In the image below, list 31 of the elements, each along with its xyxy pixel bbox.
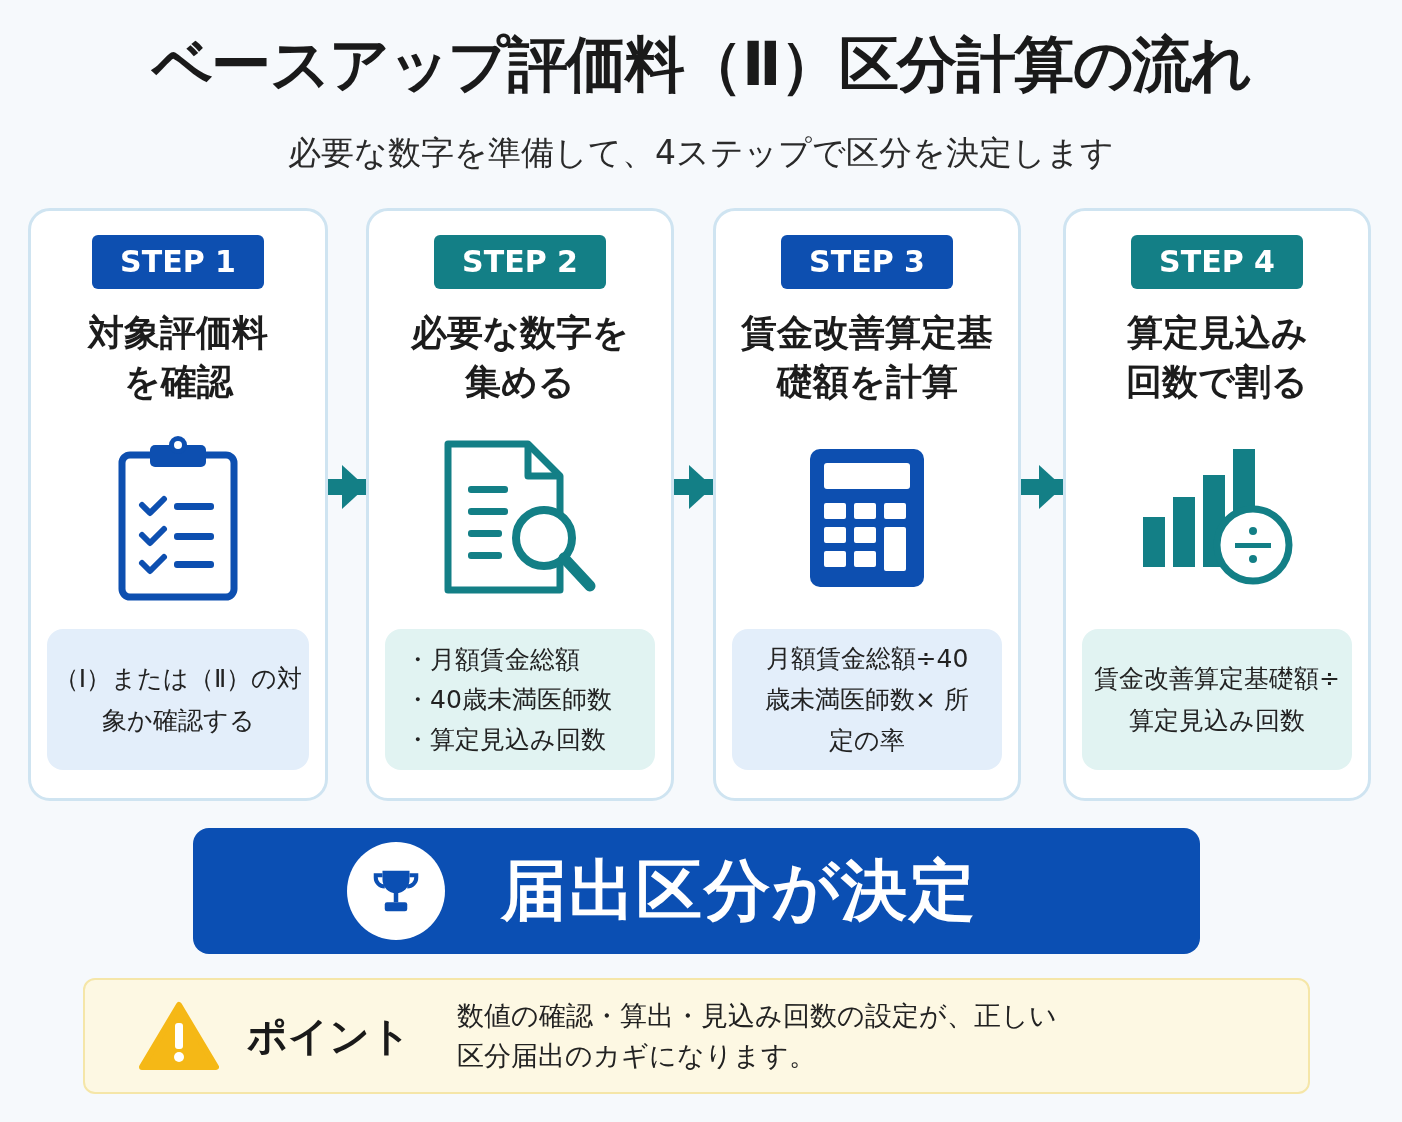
point-text: 数値の確認・算出・見込み回数の設定が、正しい区分届出のカギになります。 [457, 998, 1057, 1073]
step-badge: STEP 4 [1131, 235, 1303, 289]
info-panel [1082, 629, 1352, 770]
info-panel [732, 629, 1002, 770]
point-heading: ポイント [247, 1016, 412, 1056]
info-text: 賃金改善算定基礎額÷算定見込み回数 [1093, 663, 1341, 737]
step-title: 対象評価料を確認 [86, 311, 269, 404]
step-badge: STEP 3 [781, 235, 953, 289]
result-banner [193, 828, 1200, 954]
bullet-item: ・40歳未満医師数 [405, 683, 612, 716]
step-badge: STEP 2 [434, 235, 606, 289]
arrow [674, 465, 713, 509]
step-card [1063, 208, 1371, 801]
info-panel [47, 629, 309, 770]
step-title: 必要な数字を集める [409, 311, 630, 404]
step-badge: STEP 1 [92, 235, 264, 289]
step-title: 賃金改善算定基礎額を計算 [740, 311, 994, 404]
point-note-box [83, 978, 1310, 1094]
step-card [28, 208, 328, 801]
info-panel [385, 629, 655, 770]
subtitle: 必要な数字を準備して、4ステップで区分を決定します [287, 136, 1115, 169]
info-text: 月額賃金総額÷40歳未満医師数× 所定の率 [764, 642, 970, 758]
arrow [1021, 465, 1063, 509]
result-text: 届出区分が決定 [501, 858, 977, 924]
bullet-item: ・算定見込み回数 [405, 723, 606, 756]
step-card [366, 208, 674, 801]
step-card [713, 208, 1021, 801]
step-title: 算定見込み回数で割る [1125, 311, 1309, 404]
arrow [328, 465, 366, 509]
bullet-item: ・月額賃金総額 [405, 643, 580, 676]
info-text: （Ⅰ）または（Ⅱ）の対象か確認する [52, 663, 304, 737]
